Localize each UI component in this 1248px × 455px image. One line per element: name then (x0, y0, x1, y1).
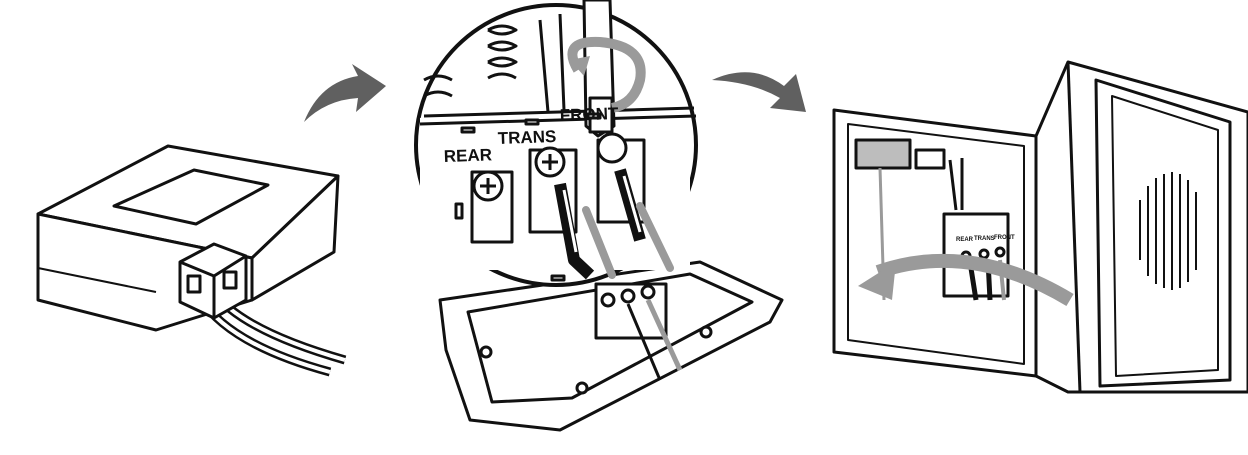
chime-cover-icon (832, 60, 1248, 394)
small-label-rear: REAR (956, 237, 974, 243)
step-arrow-2 (712, 72, 806, 112)
small-label-front: FRONT (994, 235, 1015, 241)
terminal-label-rear: REAR (443, 145, 492, 166)
step-arrow-1 (304, 64, 386, 122)
small-label-trans: TRANS (974, 236, 995, 242)
transformer-box-icon (36, 144, 347, 377)
screwdriver-terminal-icon (414, 0, 784, 432)
terminal-label-front: FRONT (559, 104, 619, 125)
terminal-label-trans: TRANS (497, 127, 556, 148)
